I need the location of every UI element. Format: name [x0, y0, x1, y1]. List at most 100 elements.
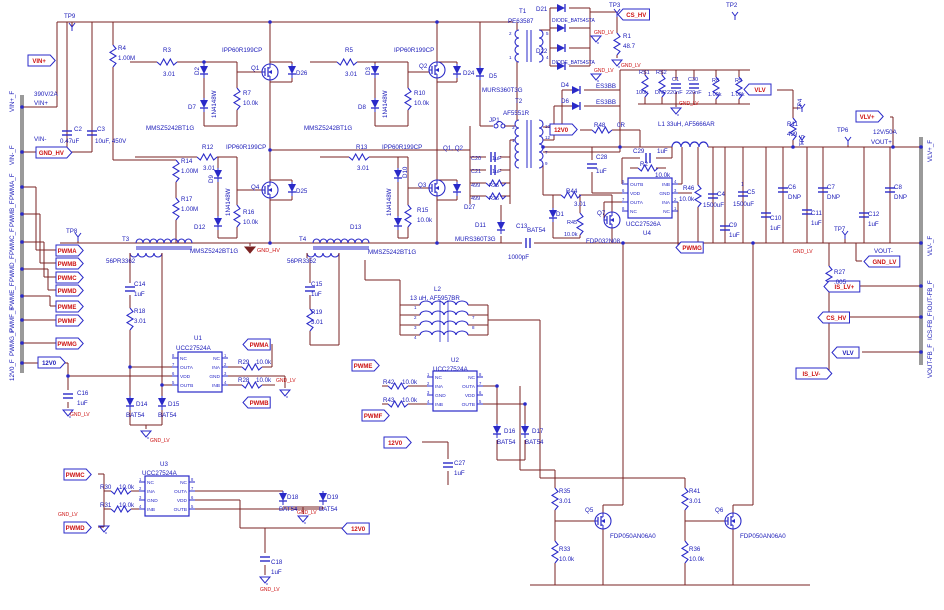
label-text: C29 — [633, 148, 645, 155]
junction-dot — [495, 384, 499, 388]
label-text: INA — [662, 200, 671, 206]
diode-symbol — [493, 426, 501, 434]
label-text: 3 — [139, 495, 142, 500]
label-text: 2 — [414, 315, 417, 320]
net-flag — [35, 146, 73, 159]
label-text: BAT54 — [126, 412, 145, 419]
net-flag — [823, 280, 861, 293]
label-text: VOUT-FB_F — [927, 344, 934, 378]
label-text: D9 — [208, 175, 215, 183]
label-text: Q1 — [251, 65, 260, 72]
label-text: TP6 — [837, 127, 849, 134]
mosfet-symbol — [601, 519, 605, 523]
junction-dot — [20, 240, 24, 244]
junction-dot — [20, 341, 24, 345]
label-text: PWMC_F — [9, 228, 16, 255]
label-text: D27 — [464, 204, 476, 211]
label-text: D1 — [556, 211, 564, 218]
label-text: C15 — [311, 281, 323, 288]
edge-bus-bar — [919, 137, 923, 365]
label-text: IS_LV- — [802, 372, 820, 378]
label-text: 10.0k — [119, 484, 135, 491]
resistor-symbol — [680, 540, 690, 564]
label-text: R25 — [489, 183, 499, 189]
diode-symbol — [288, 66, 296, 74]
label-text: NC — [180, 480, 187, 486]
label-text: INA — [435, 384, 444, 390]
label-text: 1N4148W — [211, 90, 218, 118]
resistor-symbol — [560, 190, 582, 200]
label-text: 10.0k — [417, 217, 433, 224]
label-text: PWMB — [58, 262, 78, 268]
junction-dot — [20, 318, 24, 322]
label-text: C2 — [74, 126, 82, 133]
label-text: TP2 — [726, 2, 738, 9]
diode-symbol — [214, 218, 222, 226]
label-text: TP3 — [609, 2, 621, 9]
label-text: D12 — [194, 224, 206, 231]
diode-symbol — [453, 184, 461, 192]
diode-symbol — [453, 66, 461, 74]
label-text: UCC27526A — [626, 221, 662, 228]
net-flag — [242, 338, 271, 351]
transformer-winding — [538, 119, 544, 169]
diode-symbol — [557, 24, 565, 32]
label-text: 3.01 — [134, 318, 147, 325]
resistor-symbol — [591, 125, 613, 135]
mosfet-symbol — [435, 68, 439, 72]
label-text: R15 — [417, 207, 429, 214]
diode-symbol — [126, 398, 134, 406]
diode-symbol — [200, 66, 208, 74]
label-text: IPP60R199CP — [226, 144, 266, 151]
label-text: R42 — [383, 379, 395, 386]
testpoint-symbol — [798, 103, 803, 109]
transformer-winding — [129, 252, 163, 258]
label-text: GND_HV — [39, 151, 64, 157]
label-text: IPP60R199CP — [382, 144, 422, 151]
testpoint-symbol — [731, 11, 736, 17]
label-text: TP7 — [834, 226, 846, 233]
inductor-symbol — [671, 141, 709, 148]
ground-symbol — [258, 576, 272, 584]
diode-symbol — [497, 222, 505, 230]
label-text: GND_LV — [70, 412, 90, 418]
label-text: GND_HV — [257, 248, 280, 254]
net-flag — [55, 271, 84, 284]
net-flag — [795, 367, 833, 380]
junction-dot — [20, 212, 24, 216]
label-text: TP5 — [799, 134, 806, 146]
label-text: GND_LV — [872, 260, 896, 266]
ground-symbol — [610, 59, 624, 67]
label-text: U3 — [160, 461, 168, 468]
junction-dot — [435, 20, 439, 24]
resistor-symbol — [171, 197, 181, 221]
label-text: D17 — [532, 428, 544, 435]
label-text: 4 — [139, 504, 142, 509]
label-text: 1.00k — [731, 92, 745, 98]
label-text: 3 — [427, 390, 430, 395]
label-text: RS2 — [656, 70, 667, 76]
label-text: 1N4148W — [386, 188, 393, 216]
net-flag — [55, 337, 84, 350]
label-text: 3.01 — [559, 498, 572, 505]
label-text: IPP60R199CP — [222, 47, 262, 54]
label-text: 8 — [479, 372, 482, 377]
label-text: 10.0k — [243, 100, 259, 107]
label-text: 2 — [224, 362, 227, 367]
label-text: RS1 — [639, 70, 650, 76]
label-text: NC — [147, 480, 154, 486]
label-text: 10 — [545, 124, 551, 129]
label-text: D18 — [287, 494, 299, 501]
label-text: PWMA — [250, 343, 270, 349]
label-text: 1uF — [311, 291, 322, 298]
label-text: 10.0k — [689, 556, 705, 563]
label-text: 2 — [674, 197, 677, 202]
label-text: C8 — [894, 184, 902, 191]
label-text: PWMA_F — [9, 173, 16, 200]
testpoint-symbol — [71, 22, 76, 28]
label-text: VIN+_F — [9, 91, 16, 112]
testpoint-symbol — [77, 232, 82, 238]
label-text: R5 — [345, 47, 353, 54]
label-text: VIN+ — [34, 100, 48, 107]
label-text: PWMF — [364, 414, 383, 420]
